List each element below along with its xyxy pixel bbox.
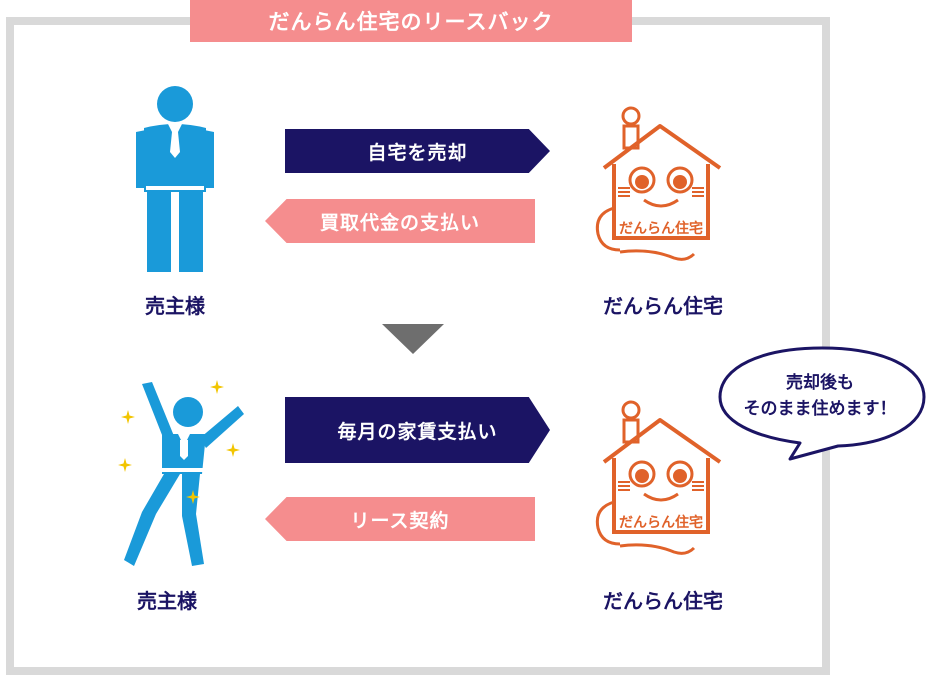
speech-bubble-text: 売却後も そのまま住めます！ bbox=[732, 370, 908, 422]
mascot-logo-text: だんらん住宅 bbox=[619, 514, 703, 531]
arrow-lease-contract-label: リース契約 bbox=[350, 509, 450, 532]
sparkle-icon bbox=[121, 410, 135, 424]
arrow-sell-home-label: 自宅を売却 bbox=[367, 141, 468, 164]
arrow-purchase-payment: 買取代金の支払い bbox=[265, 199, 535, 243]
title-text: だんらん住宅のリースバック bbox=[268, 10, 554, 34]
title-banner: だんらん住宅のリースバック bbox=[190, 0, 632, 42]
company-label-top: だんらん住宅 bbox=[603, 294, 723, 318]
arrow-monthly-rent-label: 毎月の家賃支払い bbox=[337, 420, 498, 443]
arrow-monthly-rent: 毎月の家賃支払い bbox=[285, 397, 550, 463]
house-mascot-icon: だんらん住宅 bbox=[595, 106, 722, 261]
house-mascot-icon: だんらん住宅 bbox=[595, 400, 722, 555]
sparkle-icon bbox=[118, 458, 132, 472]
arrow-purchase-payment-label: 買取代金の支払い bbox=[319, 211, 480, 234]
speech-bubble-line1: 売却後も bbox=[786, 373, 854, 393]
sparkle-icon bbox=[210, 380, 224, 394]
seller-label-top: 売主様 bbox=[145, 294, 205, 318]
sparkle-icon bbox=[226, 443, 240, 457]
standing-person-icon bbox=[136, 86, 214, 272]
sparkle-icon bbox=[186, 490, 200, 504]
seller-label-bottom: 売主様 bbox=[137, 589, 197, 613]
happy-person-icon bbox=[124, 382, 244, 566]
arrow-lease-contract: リース契約 bbox=[265, 497, 535, 541]
arrow-sell-home: 自宅を売却 bbox=[285, 129, 550, 173]
speech-bubble-line2: そのまま住めます！ bbox=[743, 399, 897, 419]
company-label-bottom: だんらん住宅 bbox=[603, 589, 723, 613]
mascot-logo-text: だんらん住宅 bbox=[619, 220, 703, 237]
speech-bubble bbox=[718, 346, 926, 461]
